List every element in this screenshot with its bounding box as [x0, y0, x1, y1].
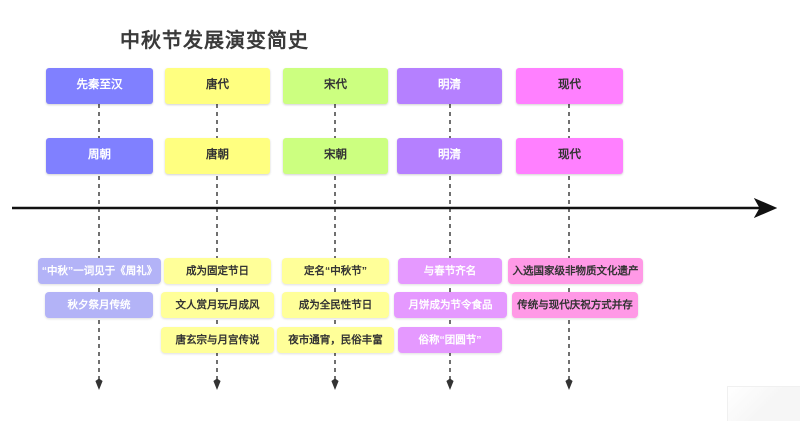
item-box-pre-qin-han-2[interactable]: 秋夕祭月传统	[45, 292, 153, 318]
item-box-tang-3[interactable]: 唐玄宗与月宫传说	[161, 327, 274, 353]
dynasty-box-ming-qing[interactable]: 明清	[397, 138, 502, 174]
connector-arrowhead-pre-qin-han	[95, 378, 103, 390]
item-box-song-2[interactable]: 成为全民性节日	[282, 292, 389, 318]
item-box-song-3[interactable]: 夜市通宵，民俗丰富	[277, 327, 394, 353]
period-box-tang[interactable]: 唐代	[165, 68, 270, 104]
item-box-tang-1[interactable]: 成为固定节日	[164, 258, 271, 284]
dynasty-box-tang[interactable]: 唐朝	[165, 138, 270, 174]
timeline-axis	[12, 197, 778, 219]
period-box-ming-qing[interactable]: 明清	[397, 68, 502, 104]
page-title: 中秋节发展演变简史	[120, 30, 309, 52]
corner-fold-decoration	[727, 386, 800, 421]
dynasty-box-modern[interactable]: 现代	[516, 138, 623, 174]
connector-arrowhead-modern	[565, 378, 573, 390]
connector-arrowhead-ming-qing	[446, 378, 454, 390]
period-box-pre-qin-han[interactable]: 先秦至汉	[46, 68, 153, 104]
connector-arrowhead-tang	[213, 378, 221, 390]
item-box-ming-qing-3[interactable]: 俗称“团圆节”	[398, 327, 502, 353]
item-box-pre-qin-han-1[interactable]: “中秋”一词见于《周礼》	[38, 258, 161, 284]
item-box-song-1[interactable]: 定名“中秋节”	[282, 258, 389, 284]
item-box-modern-1[interactable]: 入选国家级非物质文化遗产	[508, 258, 643, 284]
item-box-ming-qing-1[interactable]: 与春节齐名	[398, 258, 502, 284]
item-box-tang-2[interactable]: 文人赏月玩月成风	[161, 292, 274, 318]
item-box-ming-qing-2[interactable]: 月饼成为节令食品	[394, 292, 507, 318]
period-box-song[interactable]: 宋代	[283, 68, 388, 104]
dynasty-box-song[interactable]: 宋朝	[283, 138, 388, 174]
period-box-modern[interactable]: 现代	[516, 68, 623, 104]
connector-arrowhead-song	[331, 378, 339, 390]
item-box-modern-2[interactable]: 传统与现代庆祝方式并存	[512, 292, 638, 318]
dynasty-box-pre-qin-han[interactable]: 周朝	[46, 138, 153, 174]
